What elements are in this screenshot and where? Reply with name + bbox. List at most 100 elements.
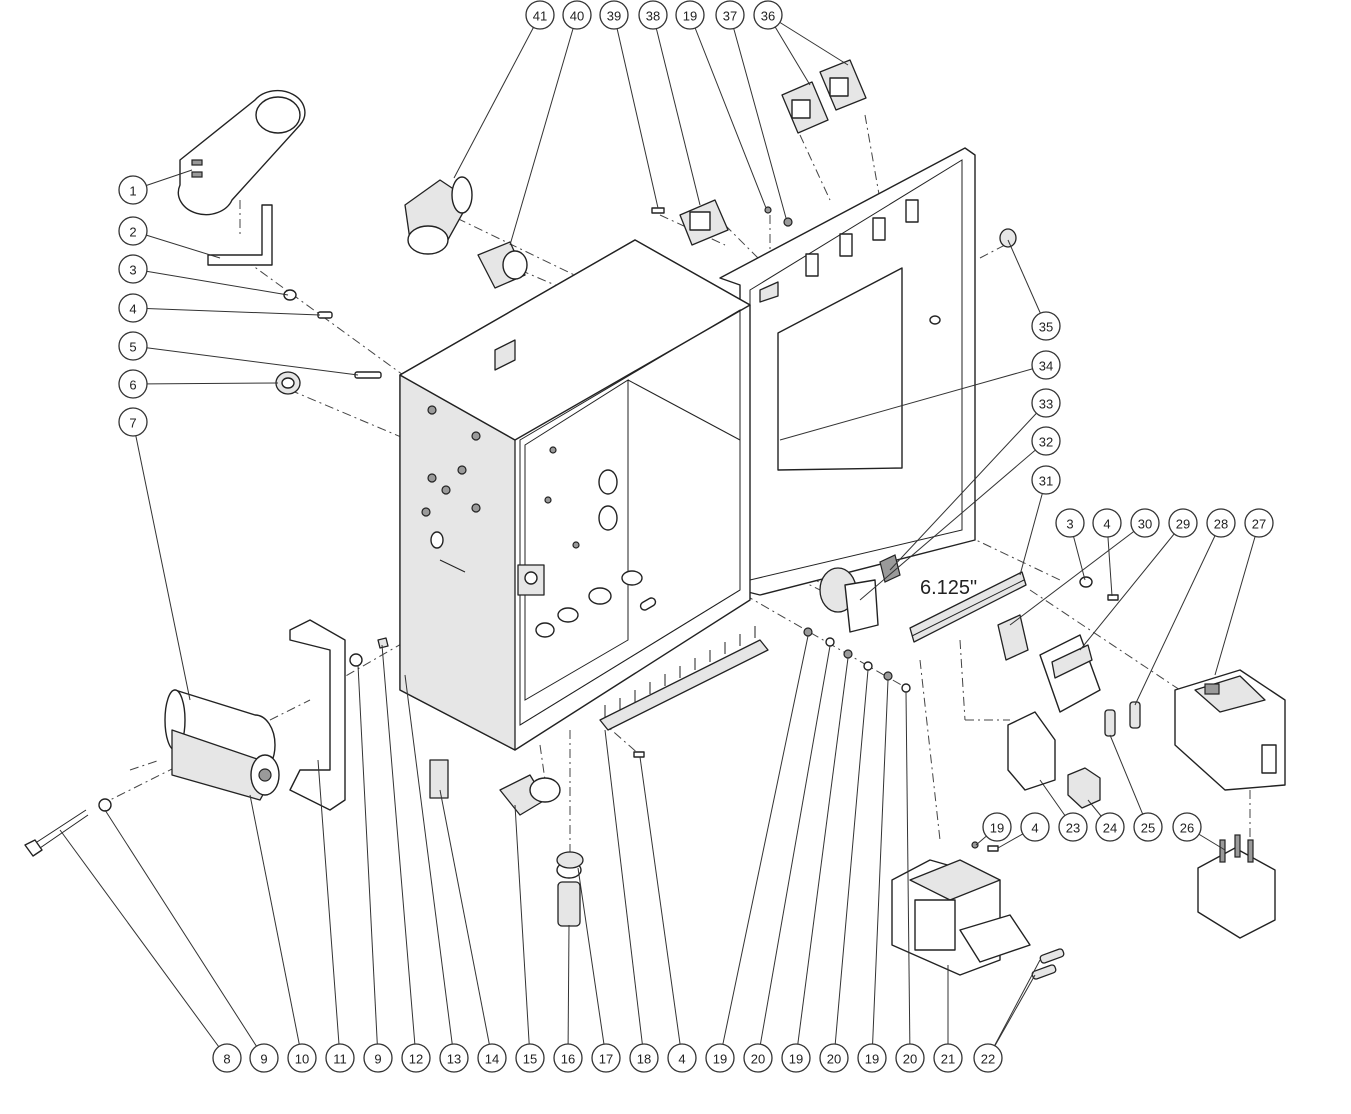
leader-line-c-41 [453,14,541,179]
callout-number: 24 [1103,821,1117,836]
callout-number: 3 [129,263,136,278]
disconnect-switch-32-33 [819,554,901,633]
callout-circle [599,0,629,30]
screw-4b [633,751,645,758]
capacitor-bracket-2 [207,204,273,266]
terminal-strip-18 [599,626,769,731]
fuse-25 [1104,709,1116,737]
leader-line-c-7 [132,421,191,701]
leader-line-b-19b [795,657,849,1059]
callout-bubble-c-35: 35 [1031,311,1061,341]
callout-bubble-c-32: 32 [1031,426,1061,456]
callout-number: 20 [751,1052,765,1067]
callout-circle [118,331,148,361]
callout-circle [753,0,783,30]
washer-3b [1079,576,1093,588]
leader-line-b-16 [567,924,570,1059]
callout-circle [705,1043,735,1073]
leader-line-b-13 [404,674,455,1059]
callout-circle [743,1043,773,1073]
nut-37 [783,217,793,227]
leader-line-c-27 [1214,522,1260,676]
leader-line-b-14 [439,789,493,1059]
callout-number: 4 [1031,821,1038,836]
callout-circle [118,254,148,284]
bracket-14 [429,759,449,799]
callout-number: 36 [761,9,775,24]
callout-circle [118,407,148,437]
callout-number: 19 [713,1052,727,1067]
callout-circle [401,1043,431,1073]
leader-line-b-10 [249,794,303,1059]
callout-circle [1206,508,1236,538]
callout-circle [515,1043,545,1073]
callout-circle [781,1043,811,1073]
callout-bubble-c-24: 24 [1095,812,1125,842]
callout-bubble-c-38: 38 [638,0,668,30]
fitting-40 [477,241,528,289]
callout-number: 33 [1039,397,1053,412]
callout-number: 31 [1039,474,1053,489]
callout-number: 20 [903,1052,917,1067]
din-rail-31 [909,571,1027,643]
callout-number: 22 [981,1052,995,1067]
callout-number: 4 [1103,517,1110,532]
callout-number: 10 [295,1052,309,1067]
callout-circle [1031,388,1061,418]
callout-number: 17 [599,1052,613,1067]
leader-line-c-5 [132,345,359,376]
leader-line-b-22 [987,959,1041,1059]
leader-line-b-15 [514,804,531,1059]
callout-number: 7 [129,416,136,431]
callout-bubble-b-10: 10 [287,1043,317,1073]
callout-bubble-c-6: 6 [118,369,148,399]
callout-number: 37 [723,9,737,24]
leader-line-c-4a [132,307,321,316]
leader-line-b-19c [871,679,889,1059]
callout-circle [439,1043,469,1073]
callout-circle [629,1043,659,1073]
callout-number: 21 [941,1052,955,1067]
callout-bubble-b-13: 13 [439,1043,469,1073]
callout-bubble-c-4c: 4 [1020,812,1050,842]
end-stop-30 [997,614,1029,661]
screw-39 [651,207,665,214]
callout-number: 41 [533,9,547,24]
callout-number: 14 [485,1052,499,1067]
capacitor-clamp-11 [289,619,346,811]
nuts-19-20 [803,627,911,693]
callout-number: 19 [683,9,697,24]
callout-circle [118,175,148,205]
callout-circle [1092,508,1122,538]
callout-bubble-c-3a: 3 [118,254,148,284]
callout-number: 20 [827,1052,841,1067]
leader-line-c-36 [767,14,849,66]
callout-circle [895,1043,925,1073]
grommet-6 [275,371,301,395]
leader-line-c-35 [1007,239,1047,327]
washer-3 [283,289,297,301]
fuse-28 [1129,701,1141,729]
elbow-fitting-41 [404,176,473,255]
callout-bubble-c-7: 7 [118,407,148,437]
fuse-holder-29 [1039,634,1101,713]
callout-circle [982,812,1012,842]
callout-bubble-c-28: 28 [1206,508,1236,538]
callout-circle [1055,508,1085,538]
callout-circle [973,1043,1003,1073]
leader-line-c-39 [613,14,659,209]
screw-4d [1107,594,1119,601]
callout-circle [1133,812,1163,842]
leader-line-b-17 [577,867,607,1059]
callout-bubble-c-31: 31 [1031,465,1061,495]
leader-line-c-28 [1134,522,1222,706]
callout-circle [249,1043,279,1073]
callout-number: 6 [129,378,136,393]
callout-bubble-b-4: 4 [667,1043,697,1073]
leader-line-b-12 [381,644,417,1059]
callout-bubble-c-26: 26 [1172,812,1202,842]
transformer-21 [891,859,1031,976]
callout-number: 23 [1066,821,1080,836]
leader-lines [59,14,1260,1059]
callout-number: 16 [561,1052,575,1067]
